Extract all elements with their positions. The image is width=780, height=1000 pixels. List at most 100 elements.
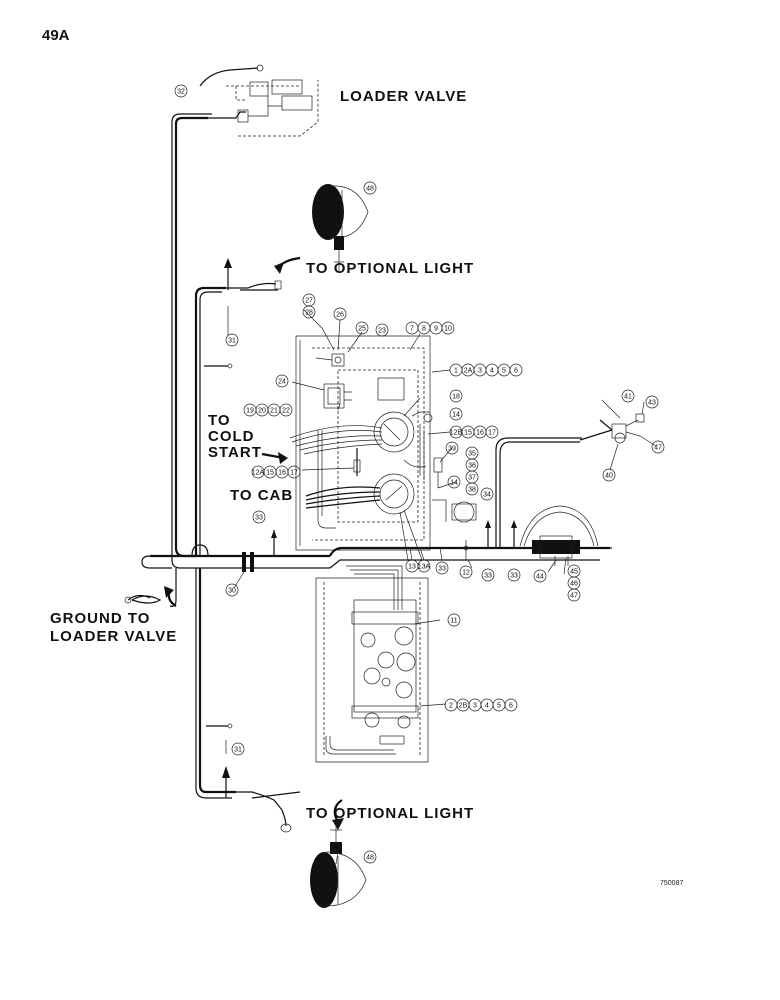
callout-16-right: 16 (473, 425, 487, 439)
callout-10: 10 (441, 321, 455, 335)
callout-14-lower: 14 (447, 475, 461, 489)
label-to-cab: TO CAB (230, 487, 293, 504)
callout-38: 38 (465, 482, 479, 496)
svg-text:6: 6 (509, 703, 513, 710)
callouts: 32 48 27 28 26 25 23 7 8 9 10 1 2A 3 4 5… (174, 84, 665, 864)
svg-text:24: 24 (278, 379, 286, 386)
svg-text:36: 36 (468, 463, 476, 470)
svg-text:12B: 12B (450, 430, 463, 437)
svg-text:17: 17 (488, 430, 496, 437)
svg-text:14: 14 (450, 480, 458, 487)
svg-text:14: 14 (452, 412, 460, 419)
callout-12b: 12B (449, 425, 463, 439)
svg-text:5: 5 (502, 368, 506, 375)
callout-11: 11 (447, 613, 461, 627)
callout-46: 46 (567, 576, 581, 590)
callout-21: 21 (267, 403, 281, 417)
callout-43: 43 (645, 395, 659, 409)
callout-45: 45 (567, 564, 581, 578)
callout-28: 28 (302, 305, 316, 319)
callout-19: 19 (243, 403, 257, 417)
main-harness (124, 113, 330, 799)
svg-text:33: 33 (255, 515, 263, 522)
label-ground-line1: GROUND TO (50, 610, 150, 627)
svg-text:45: 45 (570, 569, 578, 576)
callout-47-upper: 47 (651, 440, 665, 454)
callout-32: 32 (174, 84, 188, 98)
lower-instrument-panel (315, 565, 429, 763)
svg-text:17: 17 (290, 470, 298, 477)
callout-36: 36 (465, 458, 479, 472)
callout-31-lower: 31 (231, 742, 245, 756)
callout-3-lower: 3 (468, 698, 482, 712)
svg-text:33: 33 (510, 573, 518, 580)
optional-light-connector-top (224, 258, 282, 291)
svg-text:11: 11 (450, 618, 457, 625)
svg-text:41: 41 (624, 394, 632, 401)
svg-text:1: 1 (454, 368, 458, 375)
svg-text:40: 40 (605, 473, 613, 480)
right-harness (271, 413, 645, 569)
callout-1: 1 (449, 363, 463, 377)
callout-13a: 13A (417, 559, 431, 573)
callout-15-left: 15 (263, 465, 277, 479)
svg-text:12: 12 (462, 570, 470, 577)
callout-22: 22 (279, 403, 293, 417)
clamp-31-upper (204, 363, 233, 369)
svg-text:3: 3 (473, 703, 477, 710)
callout-5-lower: 5 (492, 698, 506, 712)
svg-text:30: 30 (228, 588, 236, 595)
svg-text:25: 25 (358, 326, 366, 333)
svg-text:39: 39 (448, 446, 456, 453)
callout-35: 35 (465, 446, 479, 460)
callout-33-right2: 33 (507, 568, 521, 582)
svg-text:7: 7 (410, 326, 414, 333)
svg-text:28: 28 (305, 310, 313, 317)
callout-24: 24 (275, 374, 289, 388)
page-number: 49A (42, 27, 70, 44)
svg-text:21: 21 (270, 408, 278, 415)
svg-text:47: 47 (570, 593, 578, 600)
svg-text:38: 38 (468, 487, 476, 494)
svg-text:19: 19 (246, 408, 254, 415)
svg-text:44: 44 (536, 574, 544, 581)
label-loader-valve: LOADER VALVE (340, 88, 467, 105)
svg-text:15: 15 (464, 430, 472, 437)
callout-25: 25 (355, 321, 369, 335)
label-cold-start-line1: TO (208, 412, 231, 429)
callout-33-center: 33 (435, 561, 449, 575)
svg-text:46: 46 (570, 581, 578, 588)
svg-text:8: 8 (422, 326, 426, 333)
svg-text:33: 33 (438, 566, 446, 573)
callout-14-upper: 14 (449, 407, 463, 421)
svg-text:6: 6 (514, 368, 518, 375)
svg-text:2: 2 (449, 703, 453, 710)
callout-4-upper: 4 (485, 363, 499, 377)
callout-12: 12 (459, 565, 473, 579)
callout-12a: 12A (251, 465, 265, 479)
svg-text:5: 5 (497, 703, 501, 710)
label-optional-light-top: TO OPTIONAL LIGHT (306, 260, 474, 277)
label-ground-line2: LOADER VALVE (50, 628, 177, 645)
svg-text:31: 31 (234, 747, 242, 754)
callout-13: 13 (405, 559, 419, 573)
svg-text:33: 33 (484, 573, 492, 580)
svg-text:18: 18 (452, 394, 460, 401)
svg-text:12A: 12A (252, 470, 265, 477)
callout-7: 7 (405, 321, 419, 335)
label-cold-start-line2: COLD (208, 428, 255, 445)
callout-8: 8 (417, 321, 431, 335)
callout-47-lower: 47 (567, 588, 581, 602)
label-optional-light-bottom: TO OPTIONAL LIGHT (306, 805, 474, 822)
svg-text:35: 35 (468, 451, 476, 458)
svg-text:4: 4 (490, 368, 494, 375)
callout-31-upper: 31 (225, 333, 239, 347)
work-light-bottom (310, 822, 367, 908)
callout-41: 41 (621, 389, 635, 403)
svg-text:3: 3 (478, 368, 482, 375)
reference-number: 750087 (660, 880, 683, 887)
svg-text:16: 16 (278, 470, 286, 477)
label-cold-start-line3: START (208, 444, 262, 461)
callout-18: 18 (449, 389, 463, 403)
